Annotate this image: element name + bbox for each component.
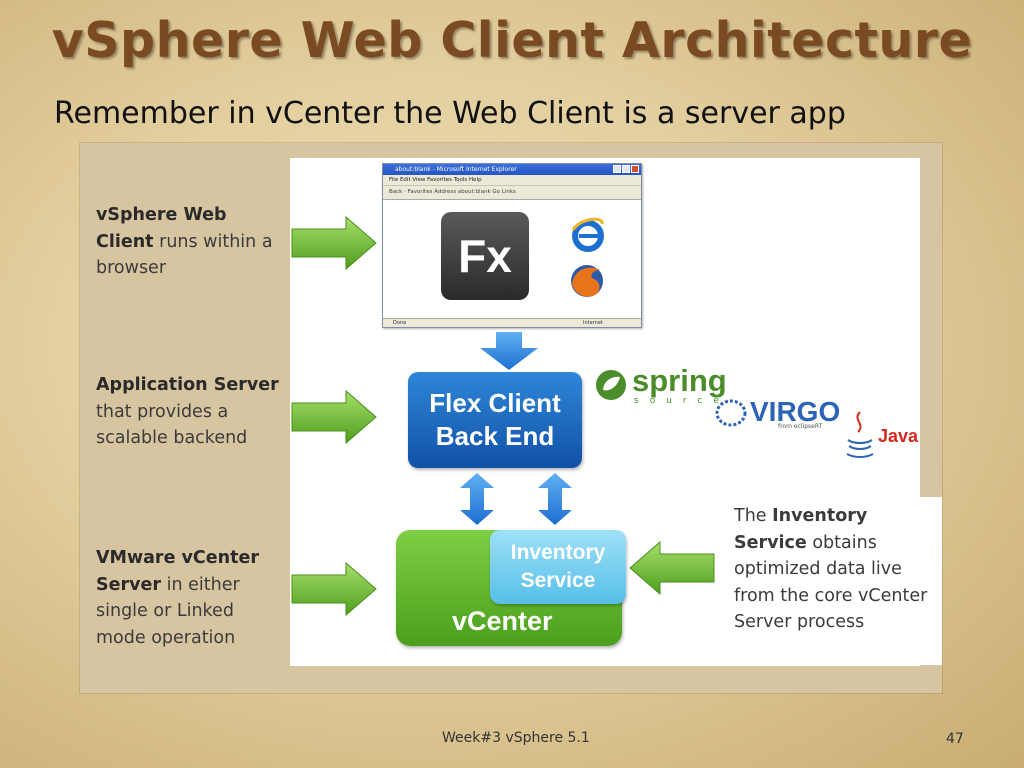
slide-subtitle: Remember in vCenter the Web Client is a … xyxy=(54,96,846,131)
minimize-icon xyxy=(613,165,621,173)
label-vcenter-server: VMware vCenter Server in either single o… xyxy=(96,545,286,651)
page-number: 47 xyxy=(946,731,964,747)
vcenter-label: vCenter xyxy=(452,606,553,636)
arrow-left-icon xyxy=(629,540,715,596)
flex-line-1: Flex Client xyxy=(429,388,561,418)
label-web-client: vSphere Web Client runs within a browser xyxy=(96,202,286,282)
spring-leaf-icon xyxy=(596,370,626,400)
java-logo-text: Java xyxy=(878,426,919,446)
browser-toolbar: Back · Favorites Address about:blank Go … xyxy=(383,186,641,200)
virgo-logo-text: VIRGO xyxy=(750,396,841,427)
label-app-server-text: that provides a scalable backend xyxy=(96,401,248,449)
arrow-right-icon xyxy=(291,389,377,445)
firefox-icon xyxy=(571,265,603,297)
browser-title-bar: about:blank - Microsoft Internet Explore… xyxy=(383,164,641,175)
inventory-note-box xyxy=(714,497,942,665)
slide-title: vSphere Web Client Architecture xyxy=(51,12,973,69)
label-inventory-bold: Inventory Service xyxy=(734,506,868,553)
label-inventory-text: obtains optimized data live from the cor… xyxy=(734,532,928,633)
label-app-server-bold: Application Server xyxy=(96,375,279,395)
inventory-line-1: Inventory xyxy=(510,541,606,564)
spring-logo-text: spring xyxy=(632,363,727,398)
spring-logo-subtext: source xyxy=(634,396,730,406)
status-done: Done xyxy=(393,320,407,326)
maximize-icon xyxy=(622,165,630,173)
browser-menu-bar: File Edit View Favorites Tools Help xyxy=(383,175,641,186)
label-vcenter-server-text: in either single or Linked mode operatio… xyxy=(96,574,240,648)
arrow-right-icon xyxy=(291,561,377,617)
virgo-logo-subtext: from eclipseRT xyxy=(778,423,823,430)
flex-client-backend-box: Flex Client Back End xyxy=(408,372,582,468)
java-cup-icon xyxy=(846,411,874,458)
arrow-bidirectional-icon xyxy=(538,473,572,525)
label-web-client-text: runs within a browser xyxy=(96,231,273,279)
flex-fx-logo: Fx xyxy=(441,212,529,300)
label-app-server: Application Server that provides a scala… xyxy=(96,372,286,452)
internet-explorer-icon xyxy=(571,217,604,252)
label-vcenter-server-bold: VMware vCenter Server xyxy=(96,548,259,595)
inventory-service-box: Inventory Service xyxy=(490,530,626,604)
flex-line-2: Back End xyxy=(435,421,555,451)
label-inventory-prefix: The xyxy=(734,506,773,526)
slide-footer: Week#3 vSphere 5.1 xyxy=(442,730,590,746)
label-web-client-bold: vSphere Web Client xyxy=(96,205,227,252)
virgo-logo-icon xyxy=(715,399,747,427)
label-inventory-service: The Inventory Service obtains optimized … xyxy=(734,503,934,636)
inventory-line-2: Service xyxy=(520,569,596,592)
arrow-down-icon xyxy=(480,332,538,370)
arrow-bidirectional-icon xyxy=(460,473,494,525)
status-zone: Internet xyxy=(583,320,603,326)
window-controls xyxy=(613,165,639,173)
browser-status-bar: Done Internet xyxy=(383,318,641,327)
close-icon xyxy=(631,165,639,173)
arrow-right-icon xyxy=(291,215,377,271)
